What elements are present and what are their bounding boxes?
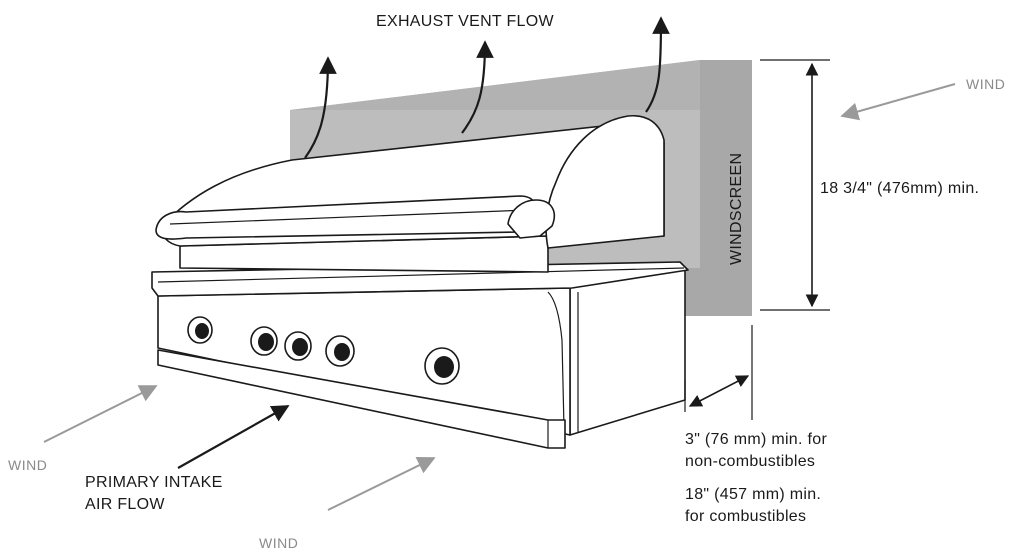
grill-side-panel	[569, 267, 686, 436]
arrow-up-icon	[461, 40, 494, 134]
clearance-dimension	[684, 325, 753, 420]
wind-label-left: WIND	[8, 457, 47, 473]
grill-top-lip	[151, 261, 689, 297]
control-knob-icon	[284, 331, 312, 361]
clearance-combustible-line2: for combustibles	[685, 508, 806, 525]
clearance-combustible-line1: 18" (457 mm) min.	[685, 486, 821, 503]
control-knob-icon	[424, 347, 460, 385]
exhaust-arrows	[304, 16, 670, 159]
wind-arrow-top-right	[840, 83, 956, 121]
wind-arrow-bottom	[327, 457, 436, 511]
intake-label-line1: PRIMARY INTAKE	[85, 474, 223, 491]
wind-arrows	[43, 83, 956, 511]
grill-handle-bracket	[507, 199, 556, 239]
clearance-noncombustible-line2: non-combustibles	[685, 453, 815, 470]
wind-label-bottom: WIND	[259, 535, 298, 551]
wind-arrow-left	[43, 385, 158, 443]
height-dimension	[760, 59, 830, 311]
control-knobs	[187, 316, 460, 385]
windscreen-front-face	[685, 60, 752, 316]
windscreen-label: WINDSCREEN	[728, 153, 745, 265]
arrow-up-icon	[645, 16, 670, 113]
grill	[151, 115, 689, 449]
arrow-up-icon	[304, 56, 337, 159]
clearance-noncombustible-line1: 3" (76 mm) min. for	[685, 431, 827, 448]
control-knob-icon	[187, 316, 213, 344]
wind-label-top-right: WIND	[966, 76, 1005, 92]
control-knob-icon	[250, 326, 278, 356]
height-dimension-label: 18 3/4" (476mm) min.	[820, 180, 979, 197]
windscreen-top-face	[290, 60, 752, 110]
intake-label-line2: AIR FLOW	[85, 496, 165, 513]
exhaust-label: EXHAUST VENT FLOW	[376, 13, 554, 30]
intake-arrow	[177, 405, 290, 469]
control-knob-icon	[325, 335, 355, 367]
